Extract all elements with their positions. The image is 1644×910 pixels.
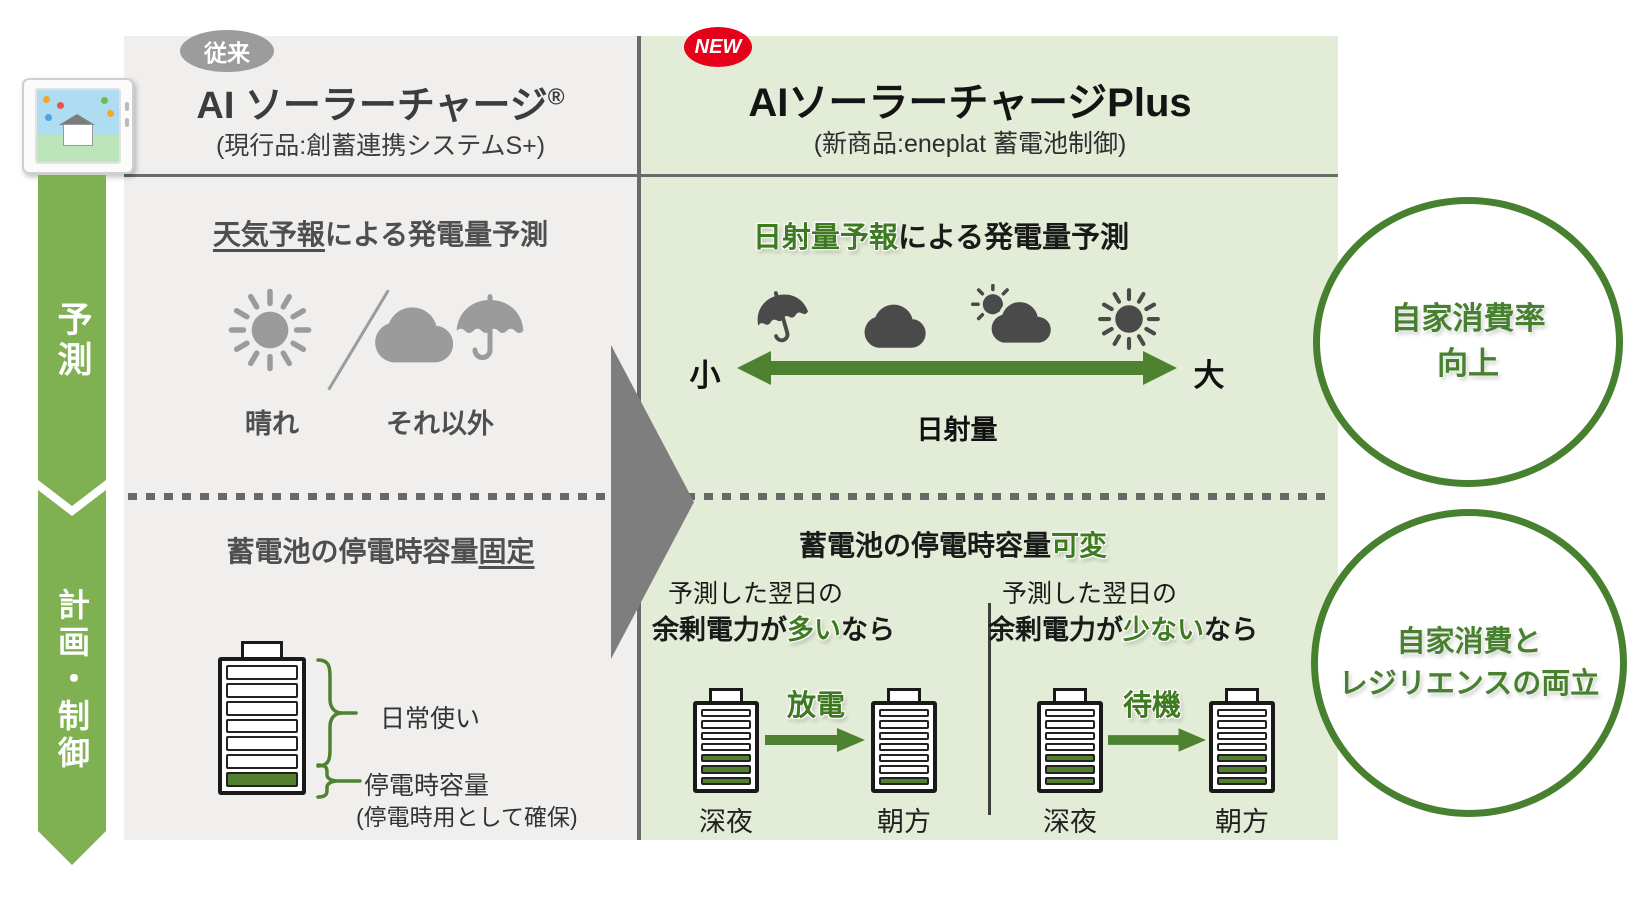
new-title: AIソーラーチャージPlus — [748, 81, 1192, 125]
case-high-line1: 予測した翌日の — [668, 580, 844, 608]
cloud-icon — [864, 304, 926, 348]
case-low-line1: 予測した翌日の — [1002, 580, 1178, 608]
benefit1-line2: 向上 — [1437, 346, 1499, 381]
reserve-brace — [316, 763, 362, 799]
daily-use-brace — [316, 658, 358, 768]
night-label: 深夜 — [1043, 807, 1097, 837]
cloud-icon — [375, 307, 454, 363]
morning-label: 朝方 — [877, 807, 931, 837]
monitor-screen — [35, 88, 121, 164]
morning-label: 朝方 — [1215, 807, 1269, 837]
phase-banner-prediction — [38, 175, 106, 506]
reserve-note: (停電時用として確保) — [356, 804, 578, 830]
legacy-panel — [124, 36, 637, 840]
legacy-badge: 従来 — [180, 30, 274, 72]
standby-arrow — [1108, 728, 1206, 752]
registered-mark: ® — [547, 83, 565, 110]
battery-high-morning — [871, 688, 937, 793]
scale-large-label: 大 — [1193, 358, 1225, 393]
benefit-circle-resilience: 自家消費と レジリエンスの両立 — [1311, 509, 1627, 817]
phase-label-prediction: 予測 — [52, 300, 92, 381]
battery-high-night — [693, 688, 759, 793]
sun-cloud-icon — [970, 284, 1052, 346]
scale-small-label: 小 — [689, 358, 721, 393]
case-low-line2: 余剰電力が少ないなら — [988, 615, 1258, 645]
benefit1-line1: 自家消費率 — [1390, 301, 1546, 337]
umbrella-icon — [757, 291, 809, 343]
night-label: 深夜 — [699, 807, 753, 837]
discharge-label: 放電 — [786, 690, 845, 722]
case-divider — [988, 603, 991, 815]
phase-banner-plan-control — [38, 490, 106, 865]
daily-use-label: 日常使い — [380, 705, 481, 733]
battery-low-night — [1037, 688, 1103, 793]
reserve-label: 停電時容量 — [364, 772, 490, 800]
battery-low-morning — [1209, 688, 1275, 793]
benefit-circle-self-consumption: 自家消費率 向上 — [1313, 197, 1623, 487]
new-badge: NEW — [684, 27, 752, 67]
legacy-prediction-heading: 天気予報による発電量予測 — [212, 219, 549, 250]
sun-icon — [1098, 288, 1160, 350]
new-subtitle: (新商品:eneplat 蓄電池制御) — [813, 130, 1127, 158]
new-prediction-heading: 日射量予報による発電量予測 — [752, 222, 1130, 254]
eneplat-monitor-image — [22, 78, 134, 174]
legacy-control-heading: 蓄電池の停電時容量固定 — [226, 536, 535, 567]
umbrella-icon — [456, 294, 524, 360]
discharge-arrow — [765, 728, 865, 752]
battery-legacy — [218, 641, 306, 795]
transition-arrow — [611, 345, 694, 659]
case-high-line2: 余剰電力が多いなら — [652, 615, 895, 645]
header-separator — [124, 174, 1338, 177]
legacy-title: AI ソーラーチャージ® — [196, 83, 565, 127]
section-dotted-divider — [128, 493, 1332, 500]
benefit2-line1: 自家消費と — [1396, 625, 1542, 658]
irradiance-axis-label: 日射量 — [916, 415, 998, 445]
benefit2-line2: レジリエンスの両立 — [1338, 668, 1600, 700]
phase-label-plan-control: 計画・制御 — [54, 588, 90, 773]
legacy-subtitle: (現行品:創蓄連携システムS+) — [215, 132, 546, 160]
new-control-heading: 蓄電池の停電時容量可変 — [798, 530, 1108, 561]
other-weather-label: それ以外 — [386, 409, 494, 439]
standby-label: 待機 — [1122, 690, 1181, 722]
sunny-label: 晴れ — [245, 409, 299, 439]
sun-icon — [228, 288, 312, 372]
irradiance-scale-arrow — [737, 351, 1177, 385]
